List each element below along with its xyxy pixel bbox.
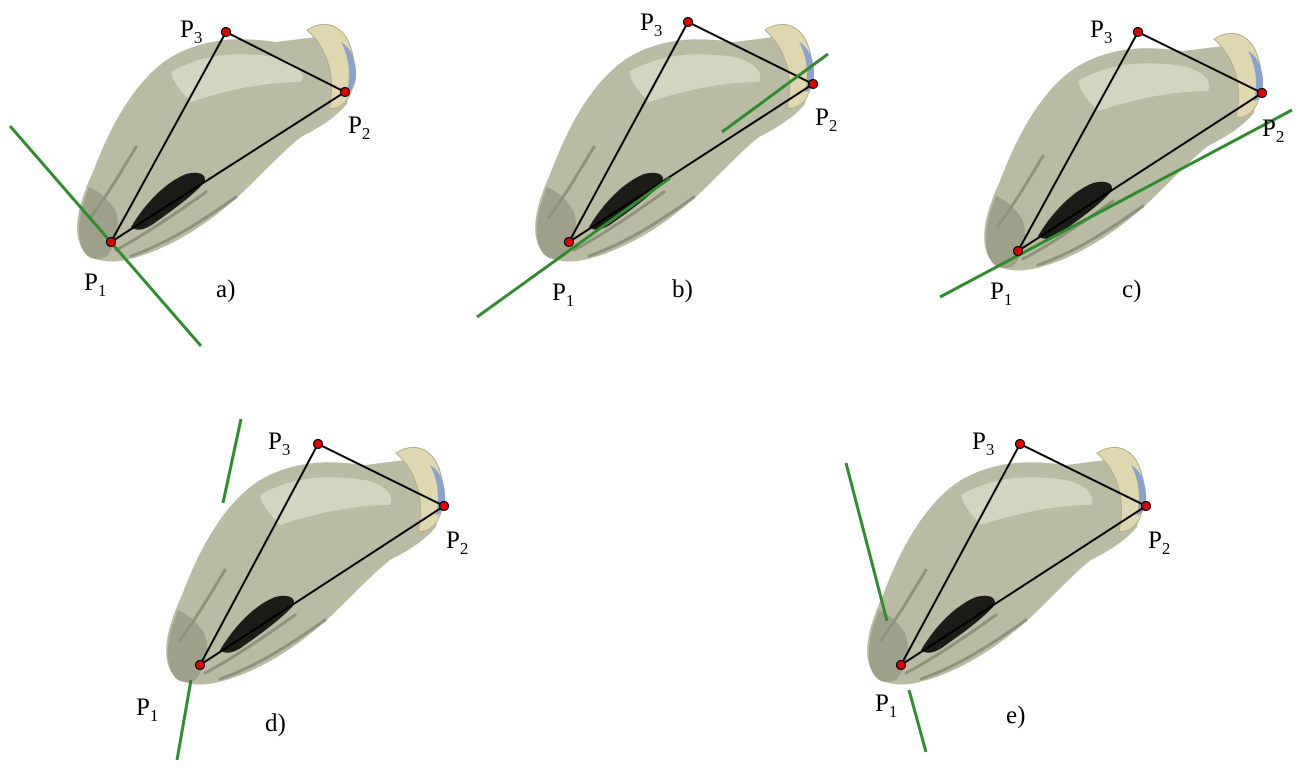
marker-triangle — [900, 442, 1149, 666]
marker-p3 — [220, 26, 232, 38]
panel-caption: c) — [1122, 276, 1141, 303]
label-p1: P1 — [875, 690, 897, 721]
panel-e: P1 P2 P3 e) — [844, 428, 1170, 753]
label-p1: P1 — [552, 279, 574, 310]
marker-p1 — [105, 236, 117, 248]
marker-p1 — [1012, 245, 1024, 257]
panel-d: P1 P2 P3 d) — [136, 418, 468, 761]
panel-a: P1 P2 P3 a) — [8, 16, 370, 347]
marker-p2 — [807, 78, 819, 90]
marker-p2 — [438, 500, 450, 512]
label-p2: P2 — [1262, 115, 1284, 146]
marker-p3 — [312, 438, 324, 450]
panel-caption: e) — [1006, 702, 1025, 729]
label-p1: P1 — [136, 694, 158, 725]
label-p3: P3 — [180, 16, 202, 47]
marker-triangle — [1017, 30, 1265, 252]
label-p2: P2 — [348, 112, 370, 143]
label-p2: P2 — [1148, 527, 1170, 558]
label-p3: P3 — [1090, 16, 1112, 47]
panel-b: P1 P2 P3 b) — [476, 9, 837, 319]
marker-triangle — [568, 20, 816, 243]
marker-p1 — [194, 659, 206, 671]
marker-p1 — [895, 659, 907, 671]
label-p3: P3 — [640, 9, 662, 40]
marker-p1 — [563, 236, 575, 248]
panel-c: P1 P2 P3 c) — [939, 16, 1293, 309]
label-p3: P3 — [972, 428, 994, 459]
label-p2: P2 — [815, 104, 837, 135]
axis-line — [844, 462, 889, 622]
axis-line — [8, 125, 203, 347]
marker-triangle — [199, 442, 447, 666]
marker-p2 — [1256, 87, 1268, 99]
marker-p3 — [1014, 438, 1026, 450]
label-p2: P2 — [446, 527, 468, 558]
marker-p2 — [1140, 500, 1152, 512]
axis-line — [907, 689, 928, 753]
marker-p3 — [682, 16, 694, 28]
label-p3: P3 — [268, 428, 290, 459]
label-p1: P1 — [84, 269, 106, 300]
panel-caption: d) — [265, 710, 286, 737]
marker-p3 — [1132, 26, 1144, 38]
marker-p2 — [339, 86, 351, 98]
axis-line — [721, 52, 829, 134]
axis-line — [939, 108, 1293, 299]
axis-line — [476, 176, 671, 319]
panel-caption: a) — [216, 276, 235, 303]
marker-triangle — [110, 30, 348, 243]
axis-line — [221, 418, 243, 504]
label-p1: P1 — [990, 278, 1012, 309]
panel-caption: b) — [672, 276, 693, 303]
axis-line — [175, 679, 193, 761]
